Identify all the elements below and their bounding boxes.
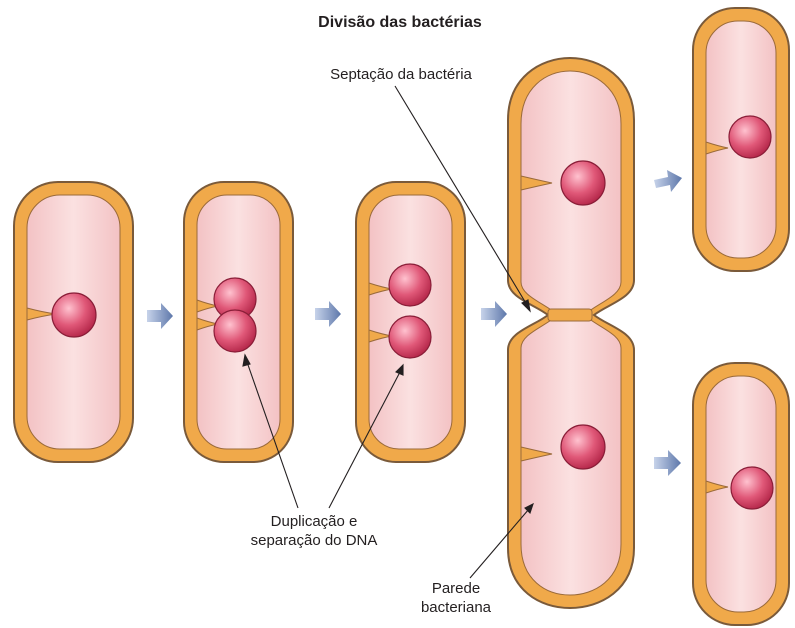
label-dna-line1: Duplicação e (271, 513, 358, 530)
bacterium-stage-1 (14, 182, 133, 462)
bacterium-stage-2 (184, 182, 293, 462)
nucleoid (731, 467, 773, 509)
bacterium-stage-3 (356, 182, 465, 462)
nucleoid (52, 293, 96, 337)
nucleoid-copy-b (389, 316, 431, 358)
nucleoid (729, 116, 771, 158)
arrow-icon (147, 303, 173, 329)
nucleoid-copy-a (389, 264, 431, 306)
nucleoid-upper (561, 161, 605, 205)
label-dna-line2: separação do DNA (251, 532, 378, 549)
bacterium-septating (508, 58, 634, 608)
arrow-icon (654, 170, 682, 192)
daughter-cell-top (693, 8, 789, 271)
label-wall-line1: Parede (432, 580, 480, 597)
label-wall-line2: bacteriana (421, 599, 492, 616)
arrow-icon (654, 450, 681, 476)
daughter-cell-bottom (693, 363, 789, 625)
arrow-icon (315, 301, 341, 327)
nucleoid-lower (561, 425, 605, 469)
diagram-title: Divisão das bactérias (318, 14, 482, 31)
label-septation: Septação da bactéria (330, 66, 472, 83)
nucleoid-copy-b (214, 310, 256, 352)
arrow-icon (481, 301, 507, 327)
